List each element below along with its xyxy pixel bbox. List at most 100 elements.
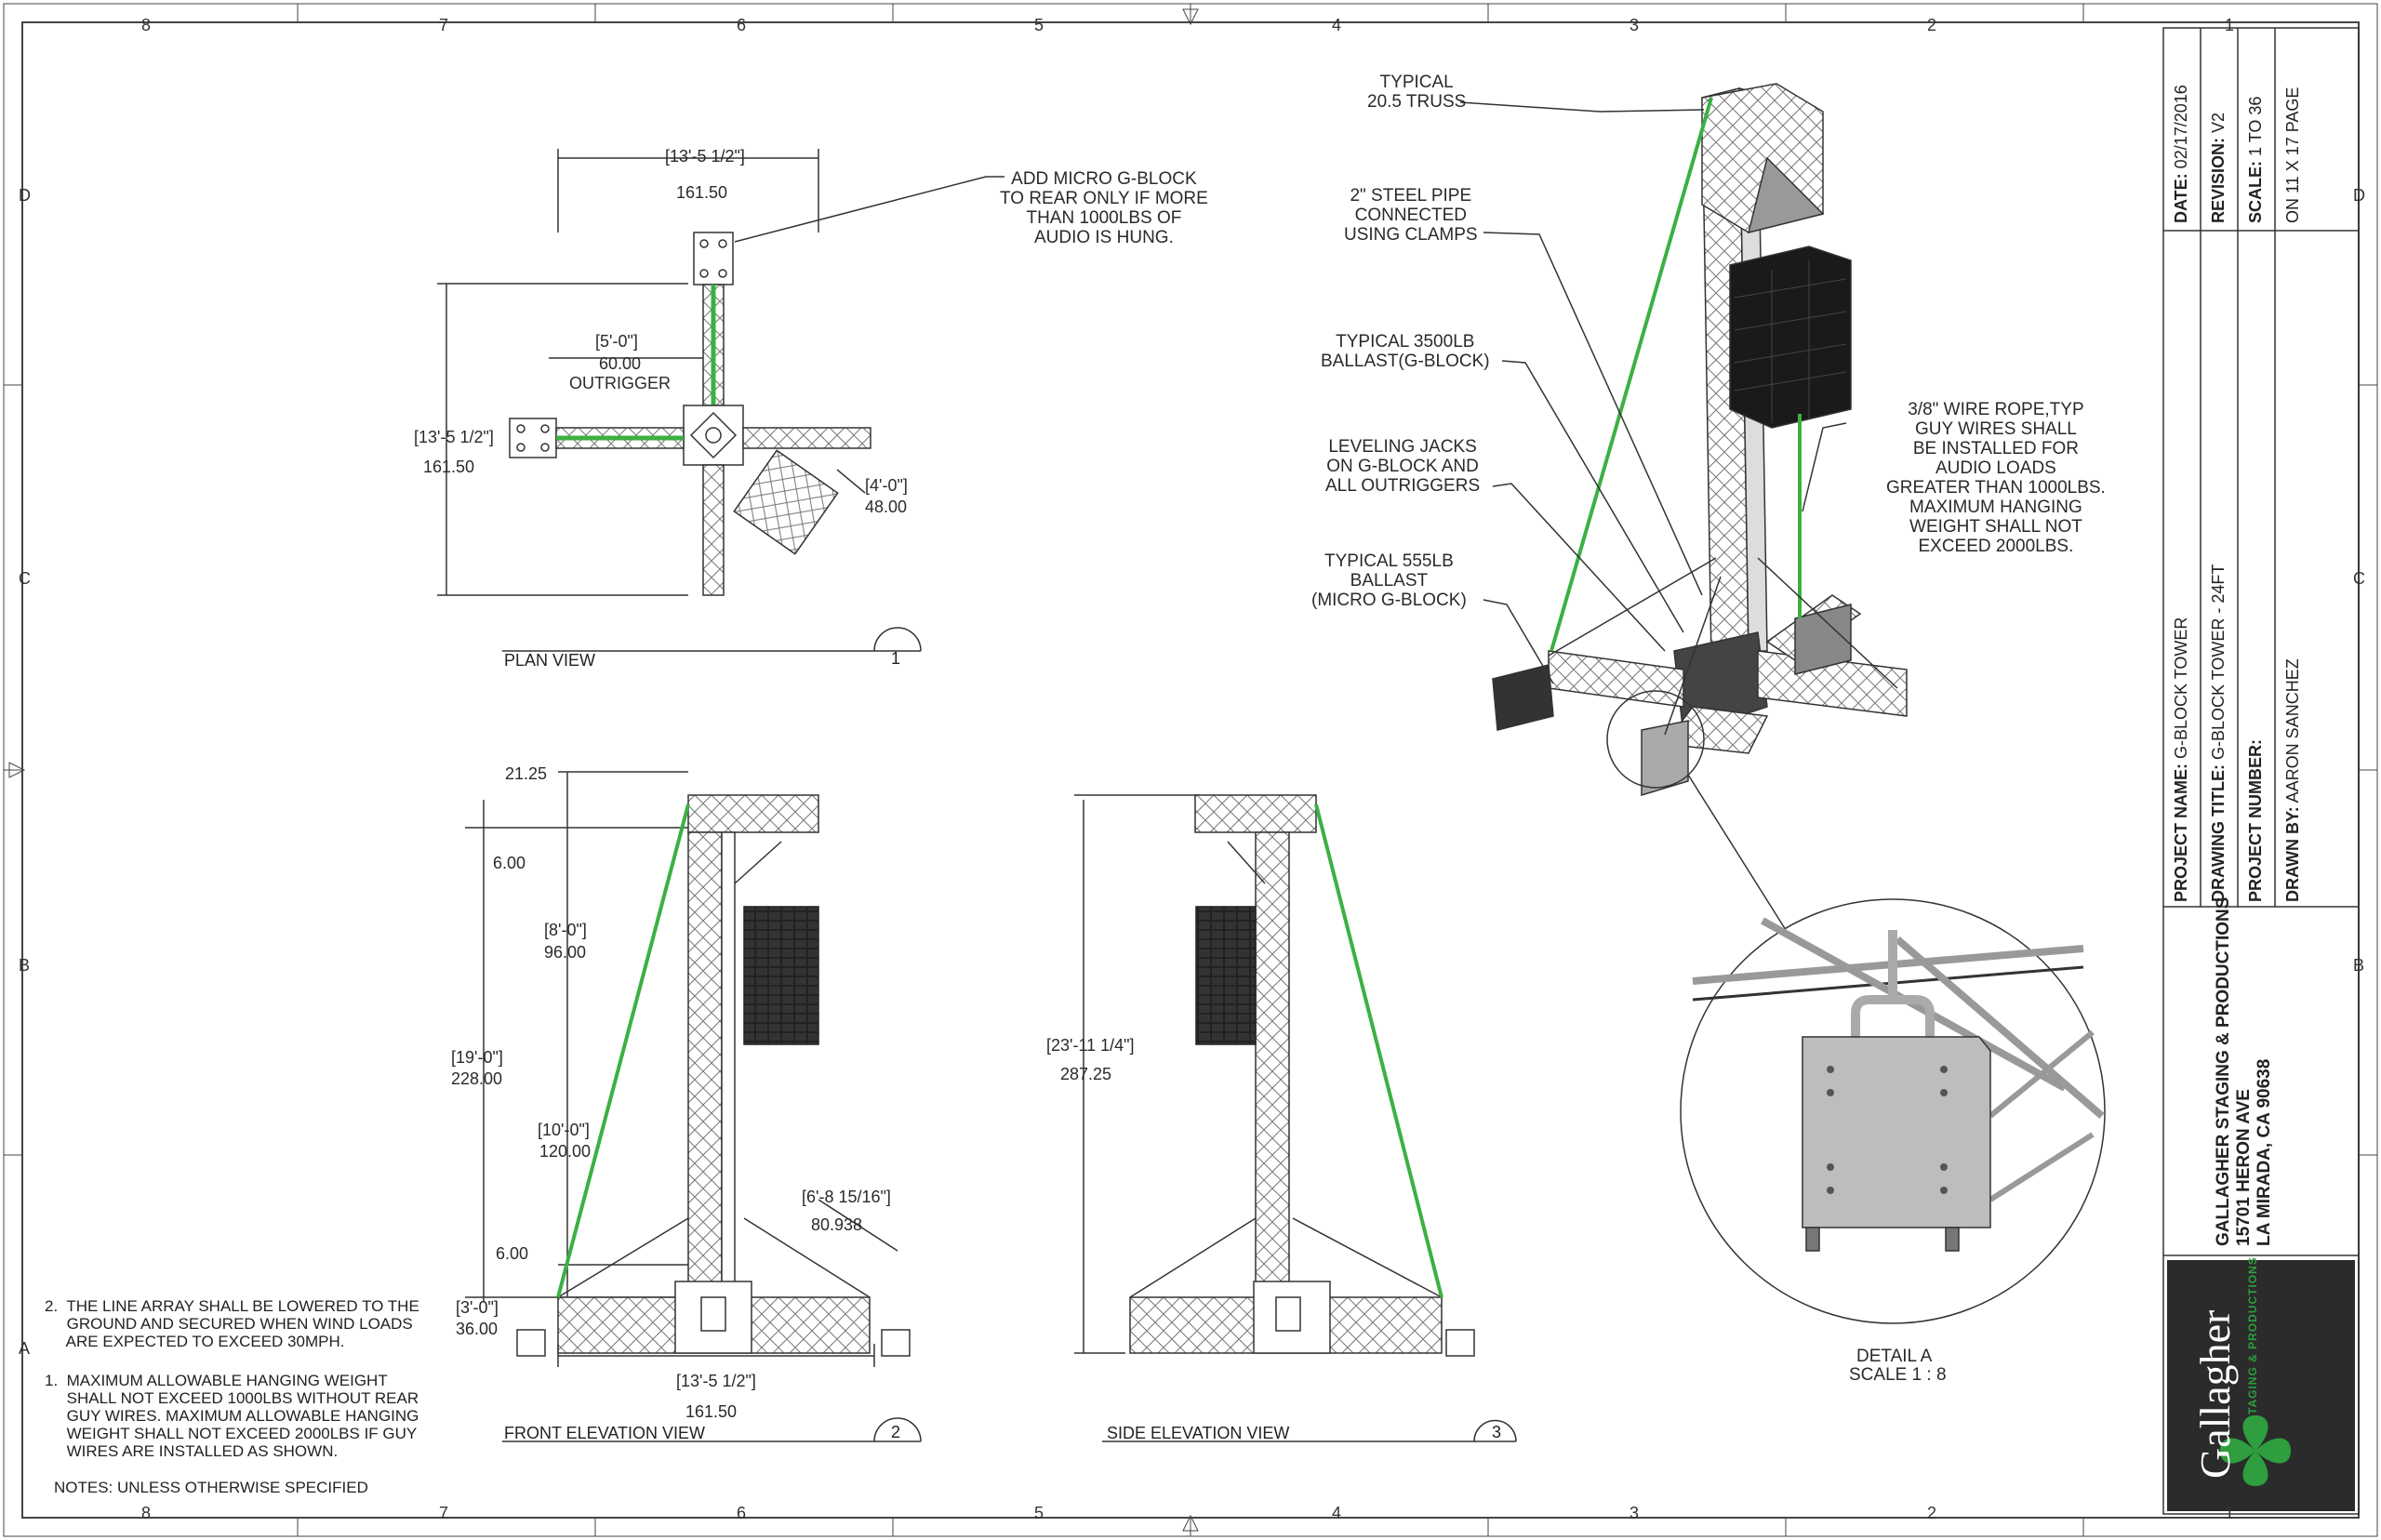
front-dim-2125: 21.25: [505, 764, 548, 783]
note-1: 1. MAXIMUM ALLOWABLE HANGING WEIGHT SHAL…: [45, 1372, 419, 1460]
tb-drawing-title-label: DRAWING TITLE:: [2209, 764, 2228, 902]
logo-subtext: STAGING & PRODUCTIONS: [2246, 1256, 2259, 1423]
plan-dim-top: [13'-5 1/2"]: [665, 147, 745, 166]
grid-col-6-top: 6: [737, 16, 747, 34]
tb-scale: SCALE: 1 TO 36: [2246, 97, 2266, 223]
front-dim-10ft: [10'-0"]: [538, 1121, 590, 1139]
plan-dim-left: [13'-5 1/2"]: [414, 428, 494, 446]
detail-a-title: DETAIL A: [1856, 1347, 1933, 1366]
front-dim-8ft: [8'-0"]: [544, 921, 587, 939]
tb-date-value: 02/17/2016: [2172, 85, 2190, 169]
callout-ballast-gblock: TYPICAL 3500LB BALLAST(G-BLOCK): [1321, 332, 1490, 371]
plan-note-micro-gblock: ADD MICRO G-BLOCK TO REAR ONLY IF MORE T…: [1000, 169, 1208, 247]
front-dim-19ft-dec: 228.00: [451, 1069, 503, 1088]
callout-truss: TYPICAL 20.5 TRUSS: [1367, 73, 1467, 112]
tb-date-label: DATE:: [2172, 173, 2190, 223]
tb-project-name-value: G-BLOCK TOWER: [2172, 617, 2190, 759]
tb-drawn-by-value: AARON SANCHEZ: [2283, 658, 2302, 803]
front-dim-bottom: [13'-5 1/2"]: [676, 1372, 756, 1390]
plan-dim-outrigger-dec: 60.00: [599, 354, 642, 373]
side-dim-total-dec: 287.25: [1060, 1065, 1112, 1083]
side-view-number: 3: [1492, 1423, 1502, 1441]
tb-drawn-by-label: DRAWN BY:: [2283, 806, 2302, 902]
tb-revision-label: REVISION:: [2209, 137, 2228, 223]
plan-dim-gblock-dec: 48.00: [865, 498, 908, 516]
tb-company-line2: 15701 HERON AVE: [2234, 1089, 2254, 1246]
side-view-title: SIDE ELEVATION VIEW: [1107, 1424, 1290, 1442]
front-dim-3ft-dec: 36.00: [456, 1320, 499, 1338]
grid-col-5-bottom: 5: [1034, 1504, 1044, 1522]
tb-project-name-label: PROJECT NAME:: [2172, 763, 2190, 902]
front-dim-600a: 6.00: [493, 854, 526, 872]
front-elevation-drawing: [465, 771, 911, 1367]
front-dim-6ft8: [6'-8 15/16"]: [802, 1188, 891, 1206]
front-view-title: FRONT ELEVATION VIEW: [504, 1424, 706, 1442]
isometric-tower-drawing: [1459, 83, 1908, 931]
callout-steel-pipe: 2" STEEL PIPE CONNECTED USING CLAMPS: [1344, 186, 1478, 245]
side-dim-total: [23'-11 1/4"]: [1046, 1036, 1135, 1055]
front-view-number: 2: [891, 1423, 901, 1441]
tb-scale-page: ON 11 X 17 PAGE: [2283, 86, 2302, 223]
grid-col-6-bottom: 6: [737, 1504, 747, 1522]
callout-leveling-jacks: LEVELING JACKS ON G-BLOCK AND ALL OUTRIG…: [1325, 437, 1481, 496]
callout-ballast-micro: TYPICAL 555LB BALLAST (MICRO G-BLOCK): [1311, 551, 1467, 610]
grid-col-1-bottom: 1: [2225, 1504, 2235, 1522]
tb-scale-value: 1 TO 36: [2246, 96, 2265, 156]
detail-a-scale: SCALE 1 : 8: [1849, 1365, 1947, 1385]
grid-row-c-right: C: [2353, 569, 2365, 588]
tb-project-name: PROJECT NAME: G-BLOCK TOWER: [2172, 617, 2191, 902]
tb-company-line1: GALLAGHER STAGING & PRODUCTIONS: [2214, 896, 2233, 1246]
front-dim-19ft: [19'-0"]: [451, 1048, 503, 1067]
grid-row-b-left: B: [19, 956, 31, 975]
grid-col-2-top: 2: [1927, 16, 1937, 34]
grid-col-8-top: 8: [141, 16, 152, 34]
tb-drawing-title: DRAWING TITLE: G-BLOCK TOWER - 24FT: [2209, 564, 2228, 902]
tb-project-number: PROJECT NUMBER:: [2246, 739, 2266, 902]
side-view-title-line: [1102, 1419, 1517, 1442]
plan-outrigger-label: OUTRIGGER: [569, 374, 672, 392]
plan-dim-gblock: [4'-0"]: [865, 476, 908, 495]
front-view-title-line: [502, 1417, 922, 1442]
tb-revision: REVISION: V2: [2209, 113, 2228, 223]
front-dim-8ft-dec: 96.00: [544, 943, 587, 962]
title-block-frame: [2162, 27, 2360, 1515]
notes-header: NOTES: UNLESS OTHERWISE SPECIFIED: [54, 1479, 368, 1496]
plan-dim-outrigger: [5'-0"]: [595, 332, 638, 351]
grid-row-d-left: D: [19, 186, 31, 205]
clover-icon: [2220, 1415, 2291, 1486]
tb-scale-label: SCALE:: [2246, 161, 2265, 223]
front-dim-bottom-dec: 161.50: [685, 1402, 738, 1421]
grid-row-c-left: C: [19, 569, 31, 588]
grid-row-d-right: D: [2353, 186, 2365, 205]
tb-project-number-label: PROJECT NUMBER:: [2246, 738, 2265, 902]
note-2: 2. THE LINE ARRAY SHALL BE LOWERED TO TH…: [45, 1297, 419, 1350]
callout-wire-rope: 3/8" WIRE ROPE,TYP GUY WIRES SHALL BE IN…: [1886, 400, 2106, 556]
grid-col-4-top: 4: [1332, 16, 1342, 34]
grid-col-7-top: 7: [439, 16, 449, 34]
grid-col-7-bottom: 7: [439, 1504, 449, 1522]
plan-view-number: 1: [891, 649, 901, 668]
plan-view-title: PLAN VIEW: [504, 651, 596, 670]
grid-col-2-bottom: 2: [1927, 1504, 1937, 1522]
grid-col-4-bottom: 4: [1332, 1504, 1342, 1522]
grid-col-3-top: 3: [1629, 16, 1640, 34]
grid-row-b-right: B: [2353, 956, 2365, 975]
front-dim-600b: 6.00: [496, 1244, 529, 1263]
plan-view-title-line: [502, 627, 922, 652]
detail-a-drawing: [1680, 898, 2106, 1324]
front-dim-3ft: [3'-0"]: [456, 1298, 499, 1317]
tb-drawn-by: DRAWN BY: AARON SANCHEZ: [2283, 658, 2303, 902]
grid-col-8-bottom: 8: [141, 1504, 152, 1522]
grid-row-a-left: A: [19, 1339, 31, 1358]
grid-col-3-bottom: 3: [1629, 1504, 1640, 1522]
tb-company-line3: LA MIRADA, CA 90638: [2255, 1058, 2274, 1246]
plan-dim-top-dec: 161.50: [676, 183, 728, 202]
tb-date: DATE: 02/17/2016: [2172, 85, 2191, 223]
plan-view-drawing: [437, 149, 1004, 596]
tb-drawing-title-value: G-BLOCK TOWER - 24FT: [2209, 564, 2228, 760]
front-dim-6ft8-dec: 80.938: [811, 1215, 863, 1234]
logo-wordmark: Gallagher: [2191, 1309, 2239, 1479]
plan-dim-left-dec: 161.50: [423, 458, 475, 476]
